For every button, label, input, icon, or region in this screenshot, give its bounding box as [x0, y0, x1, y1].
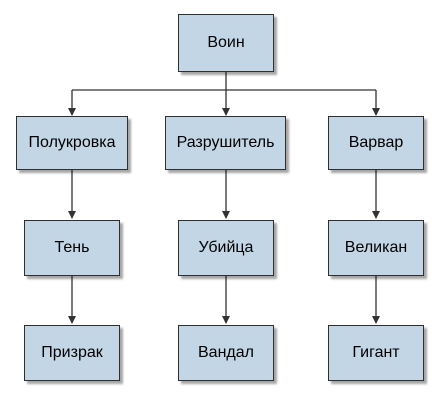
node-col3-level3: Гигант: [328, 325, 424, 381]
node-col3-level1: Варвар: [328, 116, 424, 170]
node-col1-level2-label: Тень: [54, 239, 90, 256]
node-col2-level1-label: Разрушитель: [176, 134, 275, 151]
node-col2-level3: Вандал: [178, 325, 274, 381]
node-col2-level1: Разрушитель: [165, 116, 286, 170]
node-col1-level2: Тень: [24, 220, 120, 276]
node-col2-level3-label: Вандал: [198, 344, 254, 361]
node-col2-level2: Убийца: [178, 220, 274, 276]
node-col1-level3: Призрак: [24, 325, 120, 381]
node-col3-level2: Великан: [328, 220, 424, 276]
node-col2-level2-label: Убийца: [198, 239, 254, 256]
node-col3-level2-label: Великан: [344, 239, 408, 256]
node-root-label: Воин: [207, 34, 245, 51]
node-col3-level1-label: Варвар: [348, 134, 404, 151]
node-col1-level1: Полукровка: [16, 116, 128, 170]
node-col3-level3-label: Гигант: [352, 344, 400, 361]
node-root: Воин: [178, 14, 274, 72]
node-col1-level1-label: Полукровка: [28, 134, 116, 151]
node-col1-level3-label: Призрак: [41, 344, 103, 361]
